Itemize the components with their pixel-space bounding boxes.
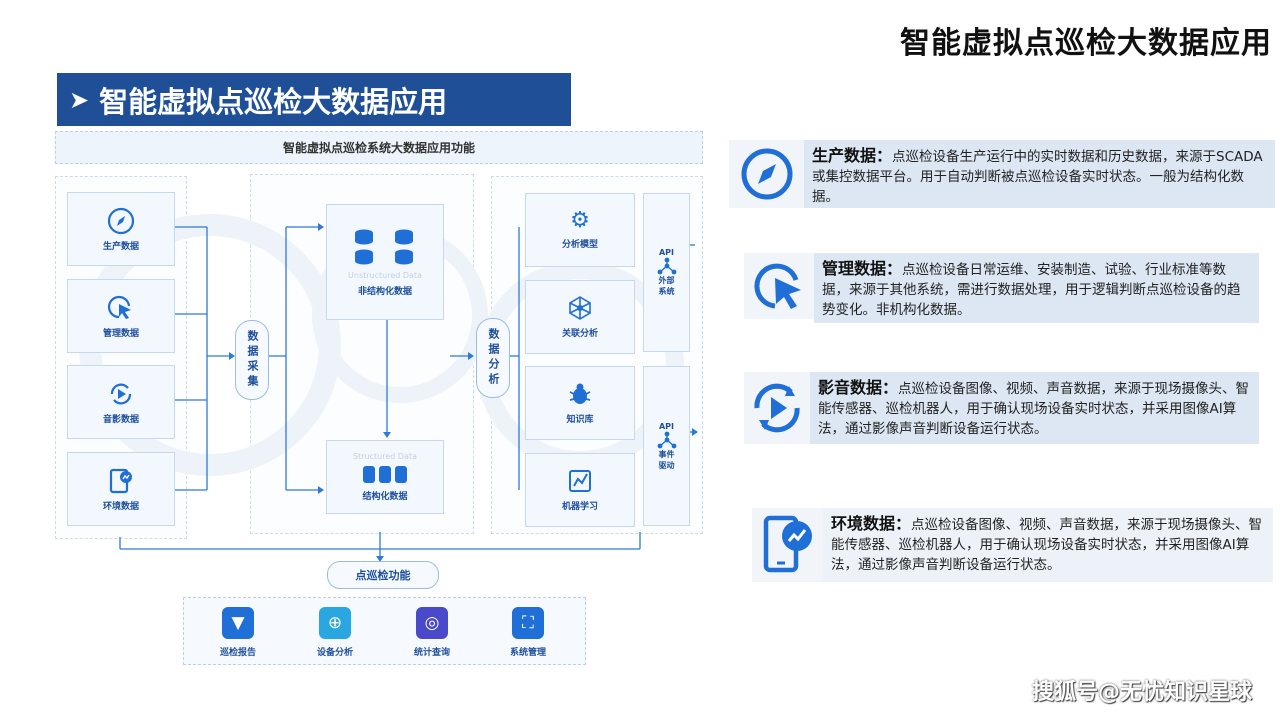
api-node-icon: [657, 431, 676, 448]
api-sub-label: 外部系统: [658, 276, 675, 296]
crosshair-icon: ◎: [416, 607, 448, 639]
ghost-caption: Unstructured Data: [348, 271, 422, 280]
data-analysis-pill: 数据分析: [476, 318, 510, 398]
bug-icon: [569, 383, 591, 404]
target-icon: ⊕: [319, 607, 351, 639]
card-audio-video-data: 影音数据：点巡检设备图像、视频、声音数据，来源于现场摄像头、智能传感器、巡检机器…: [810, 372, 1259, 444]
machine-learning-box: 机器学习: [525, 453, 635, 527]
function-label: 巡检报告: [219, 648, 256, 658]
card-management-icon: [744, 253, 814, 319]
page-title: 智能虚拟点巡检大数据应用: [900, 26, 1272, 61]
tablet-chart-icon: [109, 468, 132, 493]
database-icon: [363, 466, 407, 483]
card-environment-icon: [752, 508, 823, 582]
source-label: 环境数据: [102, 501, 139, 512]
unstructured-data-box: Unstructured Data 非结构化数据: [326, 204, 444, 320]
source-environment-data: 环境数据: [67, 452, 175, 526]
structured-data-box: Structured Data 结构化数据: [326, 440, 444, 514]
api-node-icon: [657, 257, 676, 275]
source-label: 生产数据: [102, 241, 139, 252]
user-frame-icon: ⛶: [512, 607, 544, 639]
source-label: 管理数据: [102, 328, 139, 339]
api-label: API: [658, 248, 675, 257]
card-body: 点巡检设备生产运行中的实时数据和历史数据，来源于SCADA或集控数据平台。用于自…: [812, 149, 1263, 205]
analysis-label: 关联分析: [561, 329, 598, 339]
arrow-icon: ➤: [69, 85, 90, 114]
cursor-click-icon: [754, 263, 801, 309]
card-production-icon: [729, 140, 804, 208]
card-production-data: 生产数据：点巡检设备生产运行中的实时数据和历史数据，来源于SCADA或集控数据平…: [804, 140, 1275, 208]
function-device-analysis[interactable]: ⊕ 设备分析: [295, 607, 375, 658]
unstructured-label: 非结构化数据: [357, 287, 412, 297]
section-banner: ➤ 智能虚拟点巡检大数据应用: [57, 73, 571, 126]
api-label: API: [658, 421, 675, 431]
function-system-management[interactable]: ⛶ 系统管理: [488, 607, 568, 658]
card-title: 环境数据：: [831, 514, 912, 533]
compass-icon: [107, 207, 135, 234]
analysis-model-box: ⚙ 分析模型: [525, 193, 635, 267]
banner-title: 智能虚拟点巡检大数据应用: [99, 84, 448, 119]
play-refresh-icon: [754, 383, 800, 433]
card-title: 管理数据：: [822, 259, 903, 278]
network-icon: [569, 296, 591, 320]
database-stack-icon: [355, 229, 413, 265]
analysis-label: 知识库: [566, 415, 594, 425]
api-event-box: API 事件驱动: [643, 366, 690, 526]
send-icon: ▼: [222, 607, 254, 639]
source-management-data: 管理数据: [67, 279, 175, 353]
card-audio-video-icon: [744, 372, 810, 444]
card-body: 点巡检设备图像、视频、声音数据，来源于现场摄像头、智能传感器、巡检机器人，用于确…: [818, 381, 1250, 437]
function-label: 设备分析: [316, 648, 353, 658]
card-body: 点巡检设备日常运维、安装制造、试验、行业标准等数据，来源于其他系统，需进行数据处…: [822, 262, 1241, 318]
api-external-box: API 外部系统: [643, 193, 690, 352]
analysis-label: 机器学习: [561, 502, 598, 512]
tablet-chart-icon: [763, 515, 812, 573]
correlation-analysis-box: 关联分析: [525, 280, 635, 354]
learning-icon: [569, 470, 591, 492]
compass-icon: [741, 148, 792, 200]
gears-icon: ⚙: [570, 208, 590, 233]
diagram-title: 智能虚拟点巡检系统大数据应用功能: [55, 131, 703, 164]
data-collection-pill: 数据采集: [235, 320, 269, 400]
card-title: 生产数据：: [812, 146, 893, 165]
card-body: 点巡检设备图像、视频、声音数据，来源于现场摄像头、智能传感器、巡检机器人，用于确…: [831, 517, 1263, 573]
play-refresh-icon: [110, 383, 132, 404]
structured-label: 结构化数据: [362, 492, 408, 502]
knowledge-base-box: 知识库: [525, 366, 635, 440]
function-statistics-query[interactable]: ◎ 统计查询: [392, 607, 472, 658]
analysis-label: 分析模型: [561, 240, 598, 250]
card-environment-data: 环境数据：点巡检设备图像、视频、声音数据，来源于现场摄像头、智能传感器、巡检机器…: [823, 508, 1273, 582]
card-management-data: 管理数据：点巡检设备日常运维、安装制造、试验、行业标准等数据，来源于其他系统，需…: [814, 253, 1259, 323]
api-sub-label: 事件驱动: [658, 449, 675, 470]
source-production-data: 生产数据: [67, 192, 175, 266]
watermark: 搜狐号@无忧知识星球: [1031, 680, 1252, 705]
diagram-connectors: [119, 223, 698, 562]
inspection-function-pill: 点巡检功能: [327, 561, 439, 589]
source-label: 音影数据: [102, 414, 139, 425]
function-label: 统计查询: [413, 648, 450, 658]
function-inspection-report[interactable]: ▼ 巡检报告: [198, 607, 278, 658]
card-title: 影音数据：: [818, 378, 899, 397]
function-label: 系统管理: [509, 648, 546, 658]
source-audio-video-data: 音影数据: [67, 365, 175, 439]
cursor-click-icon: [107, 295, 131, 319]
ghost-caption: Structured Data: [353, 452, 417, 461]
